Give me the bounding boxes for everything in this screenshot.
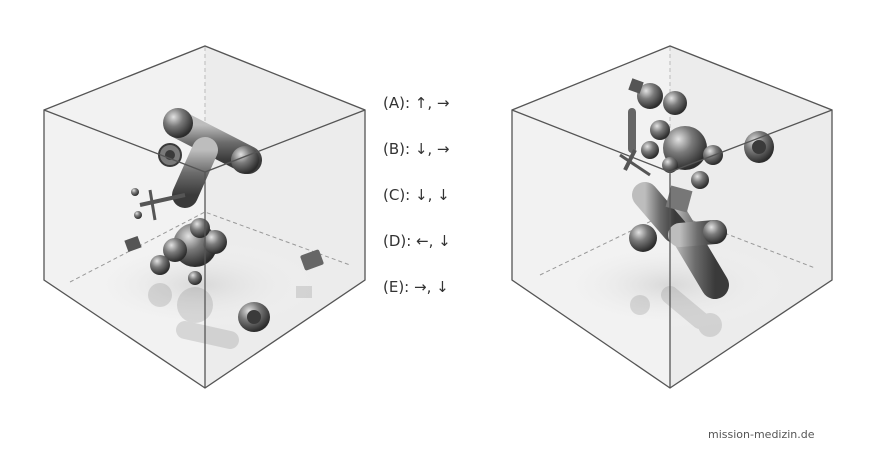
answer-options: (A): ↑, → (B): ↓, → (C): ↓, ↓ (D): ←, ↓ …: [383, 92, 493, 322]
cube-hidden-edges: [539, 211, 816, 276]
left-cube-figure: [43, 45, 366, 389]
option-a: (A): ↑, →: [383, 94, 450, 112]
option-e: (E): →, ↓: [383, 278, 449, 296]
watermark: mission-medizin.de: [708, 428, 815, 441]
option-b: (B): ↓, →: [383, 140, 450, 158]
molecule-reflection: [148, 283, 312, 349]
molecule-reflection: [630, 286, 722, 337]
option-c: (C): ↓, ↓: [383, 186, 450, 204]
cube-hidden-edges: [69, 211, 351, 283]
option-d: (D): ←, ↓: [383, 232, 451, 250]
right-cube-figure: [511, 45, 833, 389]
cube-face-right: [670, 46, 832, 388]
cube-outline: [43, 45, 366, 389]
cube-outline: [511, 45, 833, 389]
